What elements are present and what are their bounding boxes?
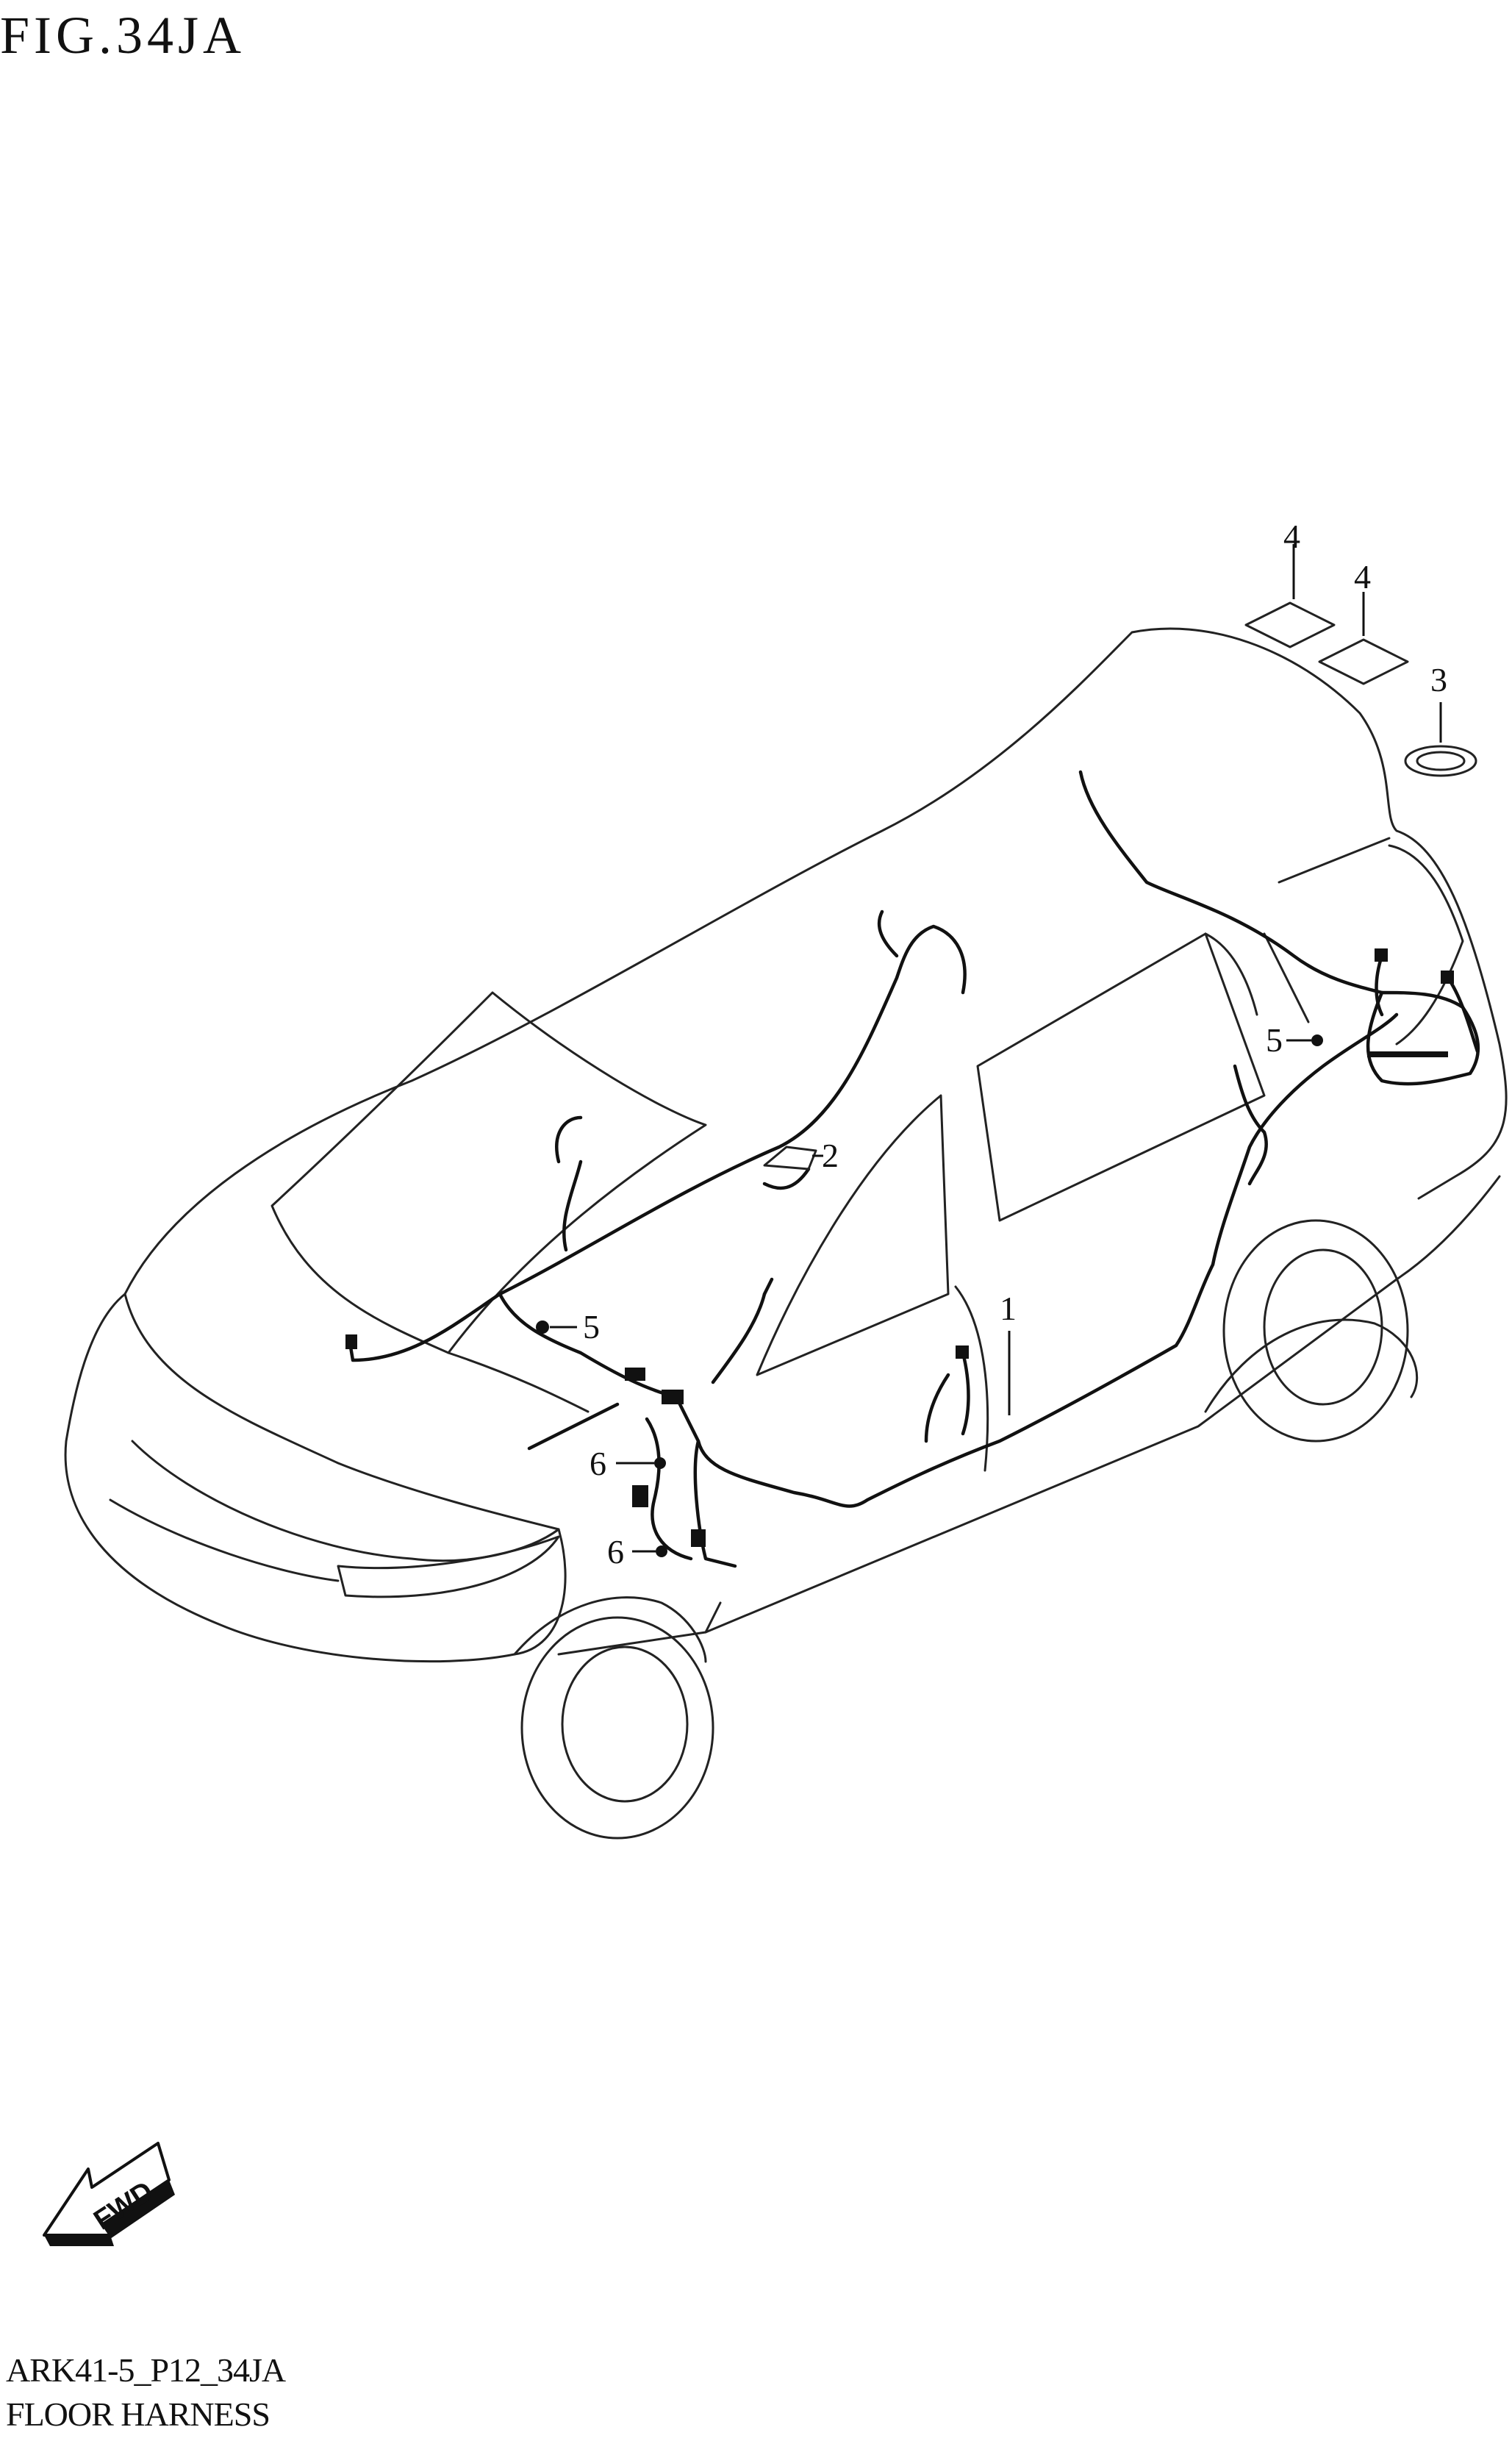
part-6-bolts bbox=[654, 1457, 667, 1557]
callout-4-left: 4 bbox=[1283, 518, 1300, 555]
fwd-arrow-icon: FWD bbox=[43, 2142, 175, 2246]
callout-5-front: 5 bbox=[583, 1308, 600, 1345]
part-5-clips bbox=[536, 1034, 1323, 1334]
callout-4-right: 4 bbox=[1354, 558, 1371, 596]
floor-harness bbox=[345, 770, 1480, 1568]
callout-1: 1 bbox=[1000, 1290, 1017, 1327]
part-2-clip bbox=[763, 1146, 817, 1171]
part-4-pads bbox=[1244, 601, 1409, 685]
callout-6-lower: 6 bbox=[607, 1533, 624, 1570]
diagram-name: FLOOR HARNESS bbox=[6, 2395, 270, 2433]
callout-5-rear: 5 bbox=[1266, 1021, 1283, 1059]
callout-2: 2 bbox=[822, 1137, 839, 1174]
callout-6-upper: 6 bbox=[590, 1445, 606, 1482]
vehicle-outline bbox=[64, 627, 1508, 1840]
callout-3: 3 bbox=[1430, 661, 1447, 698]
part-3-grommet bbox=[1404, 745, 1477, 777]
figure-title: FIG.34JA bbox=[0, 6, 246, 65]
diagram-code: ARK41-5_P12_34JA bbox=[6, 2351, 286, 2389]
